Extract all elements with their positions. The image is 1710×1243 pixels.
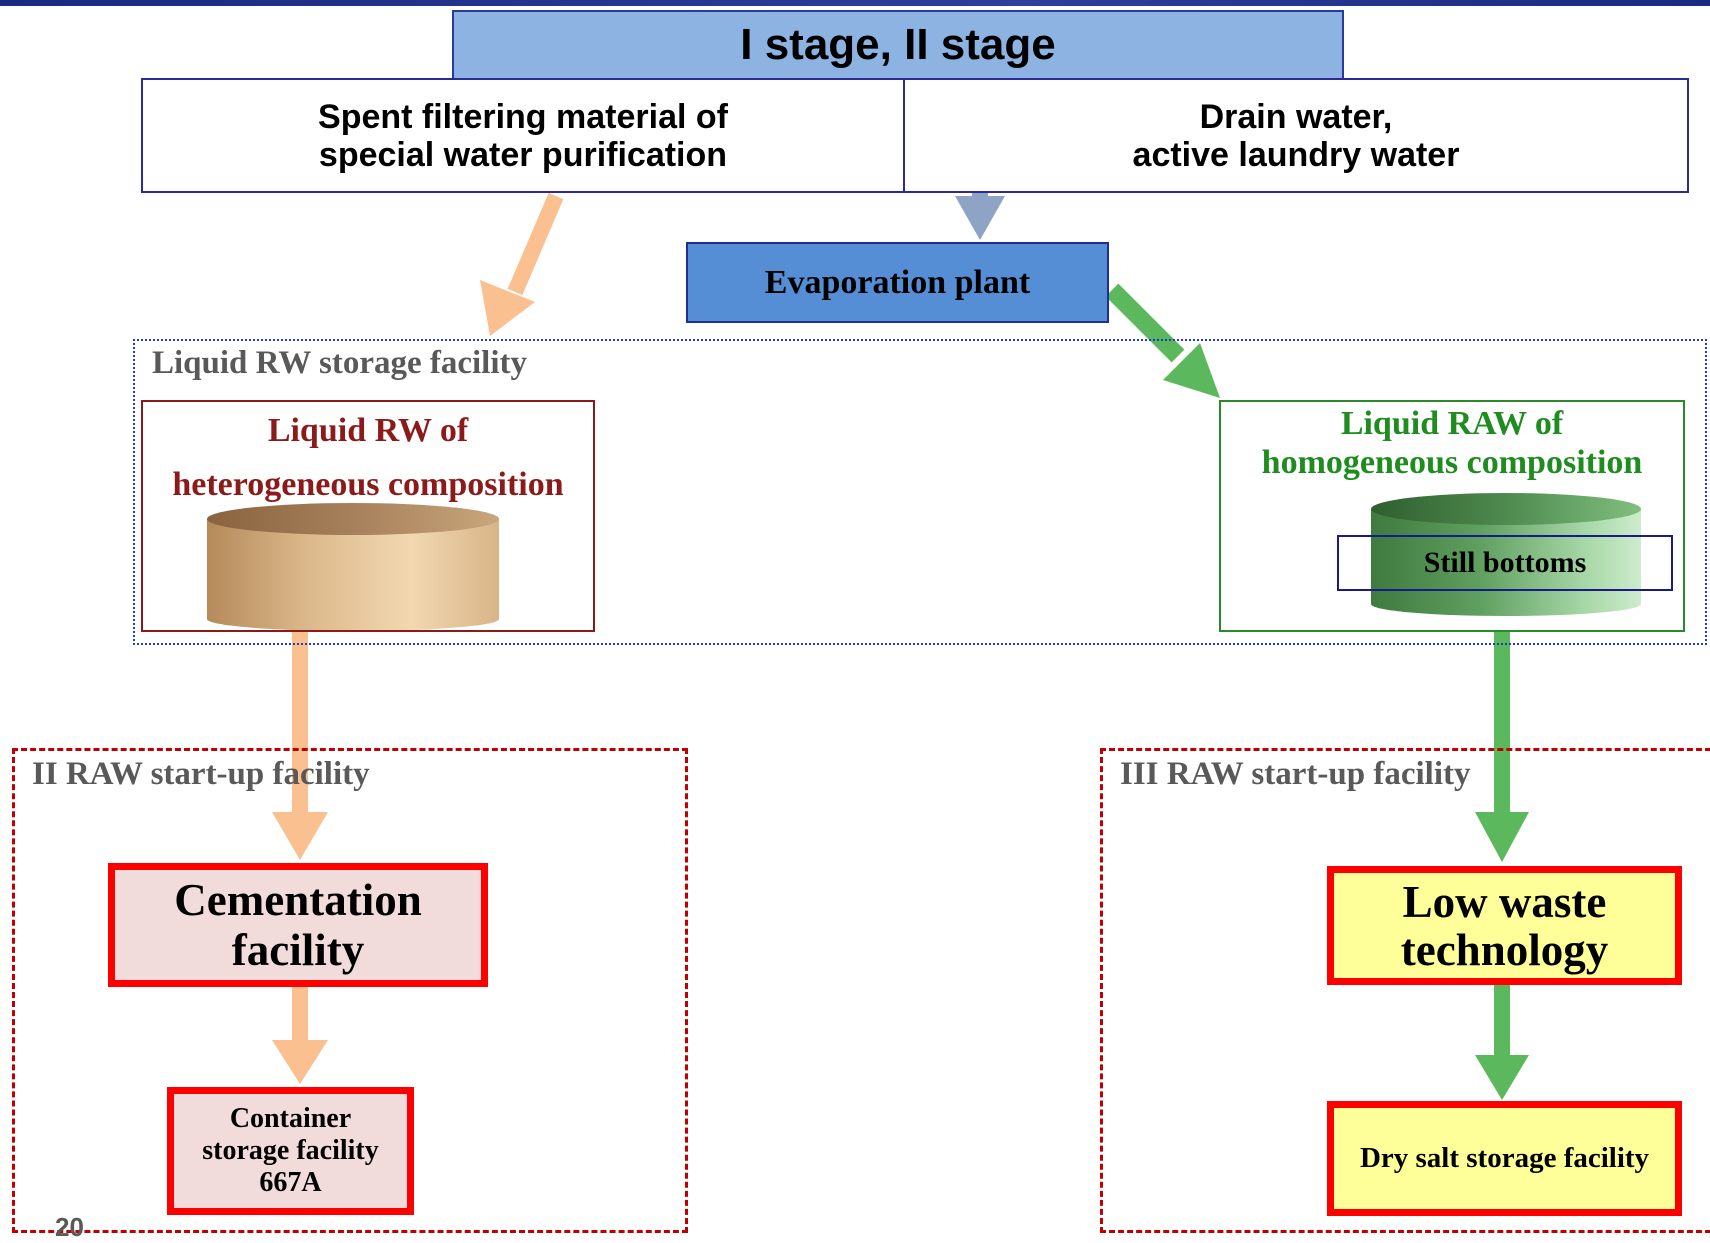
dry-salt-storage-facility-box: Dry salt storage facility [1327, 1101, 1682, 1216]
container-storage-facility-box: Container storage facility 667A [167, 1087, 414, 1215]
dry-salt-label: Dry salt storage facility [1359, 1142, 1650, 1174]
arrow-low-waste-to-dry-salt [1475, 983, 1529, 1100]
facility-ii-region [12, 748, 688, 1233]
heterogeneous-label-line-2: heterogeneous composition [172, 466, 564, 503]
facility-ii-label: II RAW start-up facility [32, 756, 370, 792]
page-number: 20 [55, 1212, 84, 1242]
source-left-line-2: special water purification [318, 135, 728, 174]
source-right-line-2: active laundry water [1132, 135, 1460, 174]
heterogeneous-tank-icon [207, 503, 499, 631]
homogeneous-tank-icon [1371, 493, 1641, 616]
homogeneous-label: Liquid RAW of homogeneous composition [1219, 404, 1685, 482]
evaporation-plant-box: Evaporation plant [686, 242, 1109, 323]
arrow-storage-to-cementation [272, 630, 328, 860]
evaporation-plant-label: Evaporation plant [764, 263, 1031, 301]
arrow-left-source-to-storage [480, 192, 564, 336]
top-banner-bar [0, 0, 1710, 6]
low-waste-line-2: technology [1400, 924, 1609, 975]
stage-title: I stage, II stage [452, 10, 1344, 80]
source-drain-water: Drain water, active laundry water [903, 78, 1689, 193]
heterogeneous-label: Liquid RW of heterogeneous composition [141, 404, 595, 512]
low-waste-technology-box: Low waste technology [1327, 866, 1682, 985]
source-spent-filtering-material: Spent filtering material of special wate… [141, 78, 905, 193]
source-right-line-1: Drain water, [1199, 97, 1393, 136]
arrow-evaporation-to-homogeneous [1105, 283, 1220, 398]
facility-iii-region [1100, 748, 1710, 1233]
container-line-2: storage facility [202, 1135, 379, 1166]
arrow-cementation-to-container [272, 983, 328, 1084]
still-bottoms-box: Still bottoms [1337, 535, 1673, 591]
arrow-storage-to-low-waste [1475, 630, 1529, 862]
facility-iii-label: III RAW start-up facility [1120, 756, 1471, 792]
heterogeneous-label-line-1: Liquid RW of [267, 412, 469, 449]
homogeneous-label-line-2: homogeneous composition [1261, 444, 1643, 481]
container-line-1: Container [229, 1103, 352, 1134]
cementation-line-1: Cementation [174, 875, 422, 925]
storage-facility-label: Liquid RW storage facility [152, 345, 527, 381]
stage-title-text: I stage, II stage [740, 20, 1056, 69]
low-waste-line-1: Low waste [1402, 876, 1607, 927]
homogeneous-label-line-1: Liquid RAW of [1340, 405, 1564, 442]
container-line-3: 667A [259, 1167, 322, 1198]
liquid-rw-storage-facility-region [133, 339, 1707, 645]
cementation-facility-box: Cementation facility [108, 863, 488, 987]
heterogeneous-composition-box [141, 400, 595, 632]
source-left-line-1: Spent filtering material of [318, 97, 728, 136]
homogeneous-composition-box [1219, 400, 1685, 632]
cementation-line-2: facility [231, 925, 365, 975]
still-bottoms-label: Still bottoms [1423, 546, 1587, 579]
